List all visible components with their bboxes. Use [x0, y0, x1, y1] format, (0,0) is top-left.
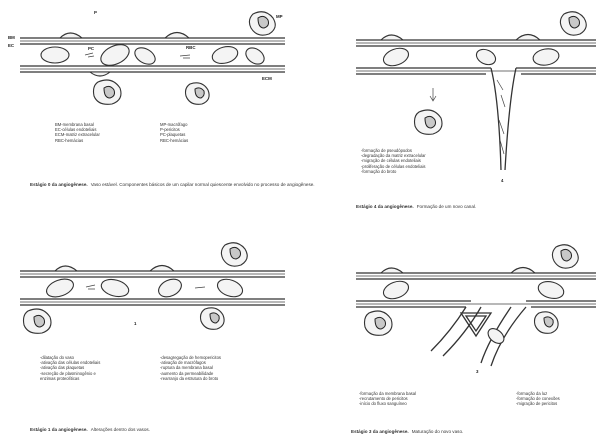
- legend: -formação de pseudópodos -degradação da …: [361, 148, 426, 174]
- step-number: 3: [476, 369, 478, 374]
- legend-item: enzimas proteolíticas: [40, 376, 100, 381]
- stable-vessel-drawing: [0, 0, 300, 221]
- caption-title: Estágio 3 da angiogênese.: [351, 429, 409, 434]
- legend-item: -migração de células endoteliais: [361, 158, 426, 163]
- caption-title: Estágio 0 da angiogênese.: [30, 182, 88, 187]
- legend-item: -rearranjo da estrutura do broto: [160, 376, 221, 381]
- legend-item: -ruptura da membrana basal: [160, 365, 221, 370]
- legend-item: -proliferação de células endoteliais: [361, 164, 426, 169]
- legend-item: RBC-hemácias: [55, 138, 100, 143]
- legend-item: -aumento da permeabilidade: [160, 371, 221, 376]
- stage-1-panel: 1 -dilatação do vaso -ativação das célul…: [0, 221, 300, 442]
- legend-item: -migração de pericitos: [516, 401, 560, 406]
- tag-mp: MP: [276, 14, 283, 19]
- caption-title: Estágio 4 da angiogênese.: [356, 204, 414, 209]
- stage-3-panel: 3 -formação da membrana basal -recrutame…: [311, 221, 611, 442]
- legend-left: -dilatação do vaso -ativação das células…: [40, 355, 100, 381]
- legend-item: RBC-hemácias: [160, 138, 188, 143]
- tag-pc: PC: [88, 46, 94, 51]
- caption-title: Estágio 1 da angiogênese.: [30, 427, 88, 432]
- sprout-vessel-drawing: [311, 0, 611, 221]
- legend-item: -formação do broto: [361, 169, 426, 174]
- legend-right: -formação da luz -formação de conexões -…: [516, 391, 560, 407]
- legend-left: -formação da membrana basal -recrutament…: [359, 391, 416, 407]
- tag-rbc: RBC: [186, 45, 196, 50]
- step-number: 4: [501, 178, 503, 183]
- legend-left: BM-membrana basal EC-células endoteliais…: [55, 122, 100, 143]
- tag-ec: EC: [8, 43, 14, 48]
- tag-bm: BM: [8, 35, 15, 40]
- caption-text: Vaso estável. Componentes básicos de um …: [91, 182, 315, 187]
- legend-item: ECM-matriz extracelular: [55, 132, 100, 137]
- legend-item: PC-plaquetas: [160, 132, 188, 137]
- caption: Estágio 3 da angiogênese.Maturação do no…: [351, 429, 463, 434]
- stage-4-panel: 4 -formação de pseudópodos -degradação d…: [311, 0, 611, 221]
- caption-text: Formação de um novo canal.: [417, 204, 477, 209]
- legend-item: -secreção de plasminogênio e: [40, 371, 100, 376]
- dilated-vessel-drawing: [0, 221, 300, 442]
- caption: Estágio 0 da angiogênese.Vaso estável. C…: [30, 182, 315, 187]
- caption-text: Maturação do novo vaso.: [412, 429, 464, 434]
- legend-right: MP-macrófago P-pericitos PC-plaquetas RB…: [160, 122, 188, 143]
- step-number: 1: [134, 321, 136, 326]
- caption: Estágio 4 da angiogênese.Formação de um …: [356, 204, 476, 209]
- legend-item: -início do fluxo sanguíneo: [359, 401, 416, 406]
- stage-0-panel: BM EC PC RBC MP P ECM BM-membrana basal …: [0, 0, 300, 221]
- tag-p: P: [94, 10, 97, 15]
- caption: Estágio 1 da angiogênese.Alterações dent…: [30, 427, 150, 432]
- legend-right: -desagregação de hemopericitos -ativação…: [160, 355, 221, 381]
- tag-ecm: ECM: [262, 76, 272, 81]
- mature-vessel-drawing: [311, 221, 611, 442]
- caption-text: Alterações dentro dos vasos.: [91, 427, 150, 432]
